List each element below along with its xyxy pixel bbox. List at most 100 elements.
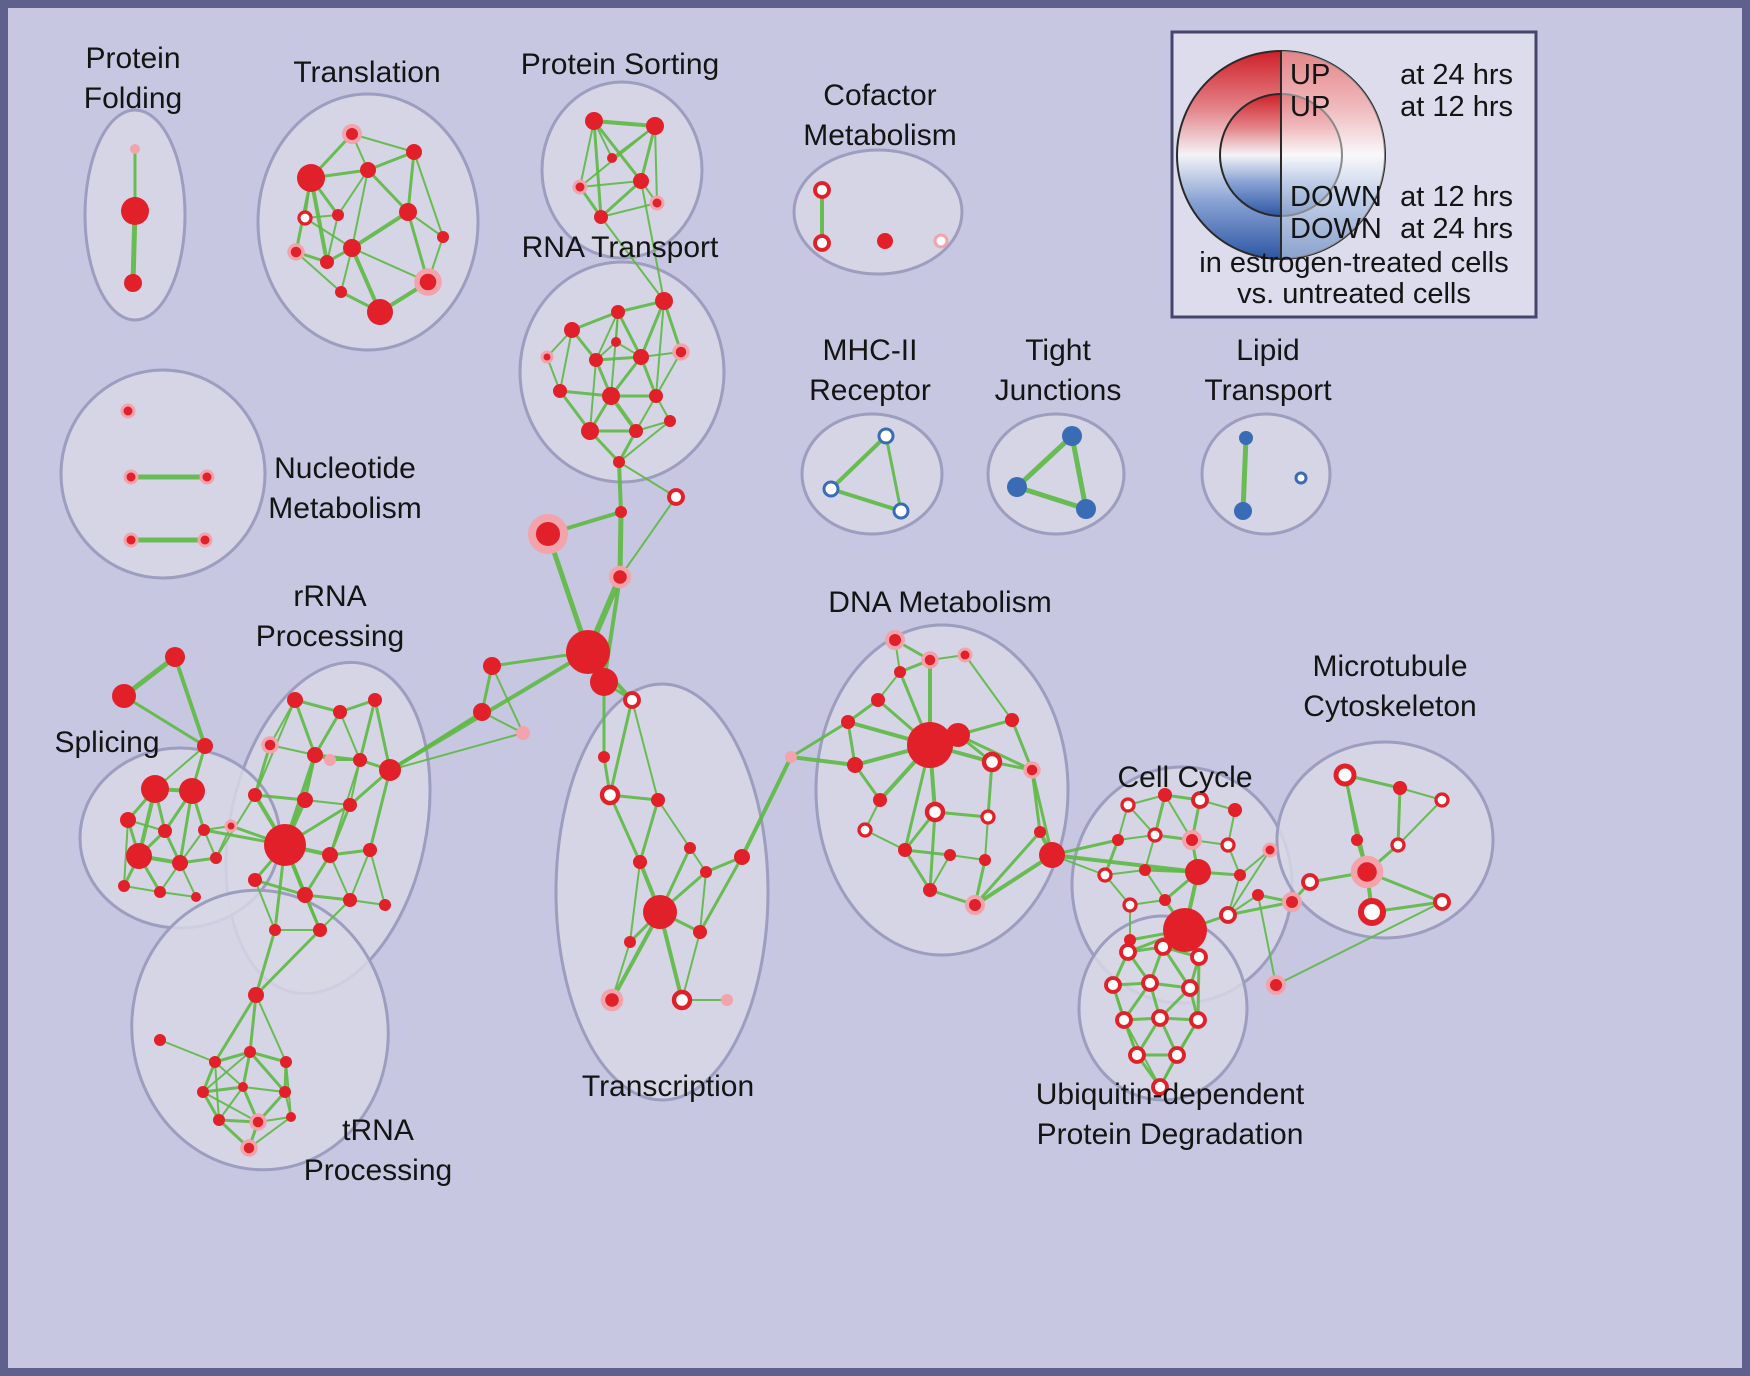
edge xyxy=(304,217,353,249)
node xyxy=(240,1139,258,1157)
node xyxy=(623,691,641,709)
edge xyxy=(254,879,276,931)
node xyxy=(1097,867,1113,883)
node xyxy=(873,793,887,807)
node xyxy=(924,801,946,823)
node xyxy=(1282,892,1302,912)
node xyxy=(629,424,643,438)
node xyxy=(1301,873,1319,891)
node xyxy=(813,234,831,252)
node xyxy=(297,887,313,903)
node xyxy=(841,715,855,729)
node xyxy=(1185,859,1211,885)
node xyxy=(671,989,693,1011)
node xyxy=(1350,855,1384,889)
node xyxy=(611,305,625,319)
node xyxy=(615,506,627,518)
node xyxy=(248,873,262,887)
node xyxy=(564,322,580,338)
node xyxy=(649,195,665,211)
edge xyxy=(406,150,416,214)
node xyxy=(1351,834,1363,846)
node xyxy=(363,843,377,857)
node xyxy=(261,736,279,754)
node xyxy=(655,292,673,310)
node xyxy=(280,1056,292,1068)
edge xyxy=(248,1050,288,1064)
node xyxy=(1239,431,1253,445)
edge xyxy=(619,496,677,578)
node xyxy=(871,693,885,707)
node xyxy=(269,924,281,936)
edge xyxy=(253,793,307,802)
node xyxy=(1119,943,1137,961)
node xyxy=(320,255,334,269)
node xyxy=(198,824,210,836)
node xyxy=(343,798,357,812)
edge xyxy=(1227,849,1271,916)
edge xyxy=(351,133,415,153)
node xyxy=(1104,976,1122,994)
cluster-ellipse-lipid-transport xyxy=(1200,412,1332,536)
node xyxy=(892,502,910,520)
edge xyxy=(123,885,161,893)
legend: UP at 24 hrs UP at 12 hrs DOWN at 12 hrs… xyxy=(1170,30,1538,319)
node xyxy=(332,209,344,221)
node xyxy=(342,124,362,144)
edge xyxy=(654,125,658,204)
node xyxy=(1007,477,1027,497)
edge xyxy=(599,179,643,219)
node xyxy=(120,403,136,419)
node xyxy=(343,893,357,907)
edge xyxy=(350,210,410,250)
cluster-ellipse-transcription xyxy=(554,682,770,1102)
edge xyxy=(973,853,1054,907)
legend-down-12-label: DOWN xyxy=(1290,181,1382,213)
edge xyxy=(640,180,665,302)
node xyxy=(238,1082,248,1092)
edge xyxy=(337,169,369,216)
edge xyxy=(928,810,937,892)
edge xyxy=(328,803,352,857)
edge xyxy=(698,855,744,934)
edge xyxy=(829,434,888,491)
node xyxy=(297,210,313,226)
edge xyxy=(351,169,369,249)
node xyxy=(600,988,624,1012)
edge xyxy=(655,300,665,397)
node xyxy=(981,751,1003,773)
node xyxy=(1154,938,1172,956)
node xyxy=(367,299,393,325)
node xyxy=(957,647,973,663)
node xyxy=(123,469,139,485)
node xyxy=(624,936,636,948)
edge xyxy=(1014,433,1075,490)
node xyxy=(813,181,831,199)
node xyxy=(343,239,361,257)
node xyxy=(923,883,937,897)
node xyxy=(1112,834,1124,846)
node xyxy=(324,754,336,766)
node xyxy=(1062,426,1082,446)
edge xyxy=(789,755,857,767)
legend-down-24-label: DOWN xyxy=(1290,213,1382,245)
node xyxy=(209,1056,221,1068)
node xyxy=(1023,761,1041,779)
node xyxy=(307,747,323,763)
node xyxy=(581,422,599,440)
edge xyxy=(639,299,666,359)
edge xyxy=(579,120,595,188)
node xyxy=(1294,471,1308,485)
node xyxy=(154,1034,166,1046)
node xyxy=(553,384,567,398)
node xyxy=(944,849,956,861)
node xyxy=(907,722,953,768)
node xyxy=(847,757,863,773)
edge xyxy=(159,1039,216,1063)
node xyxy=(406,144,422,160)
node xyxy=(1005,713,1019,727)
edge xyxy=(592,119,603,219)
node xyxy=(898,843,912,857)
